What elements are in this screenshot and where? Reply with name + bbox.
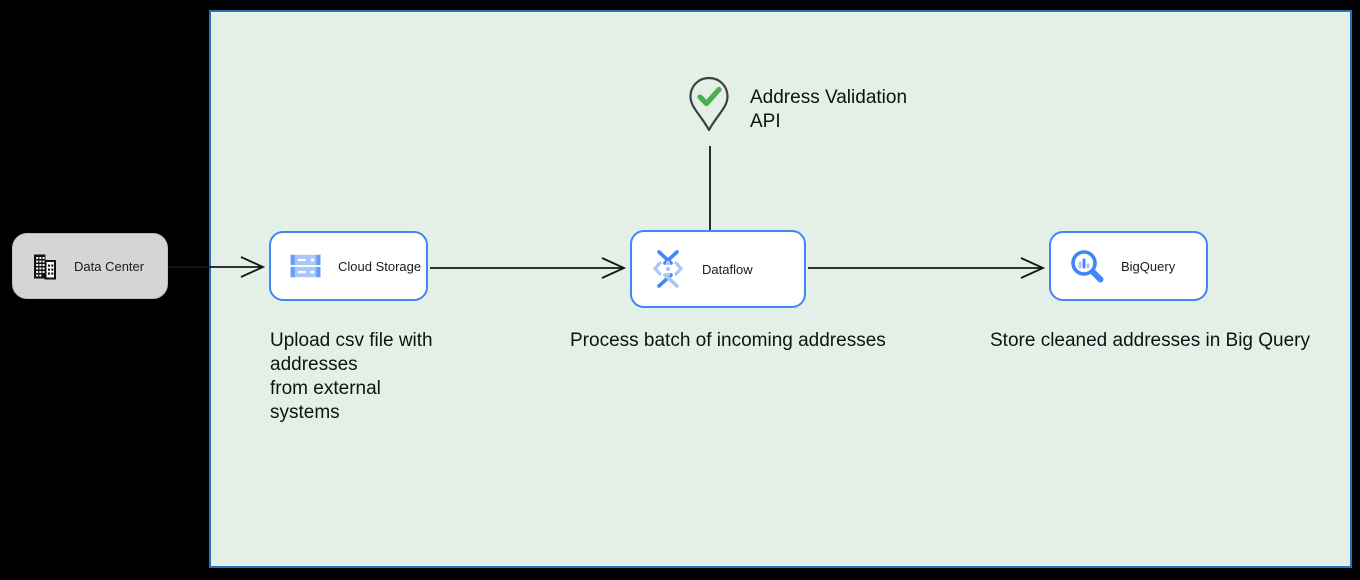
map-pin-check-icon: [687, 76, 731, 138]
node-bigquery[interactable]: BigQuery: [1049, 231, 1208, 301]
node-address-validation[interactable]: [687, 76, 731, 134]
dataflow-icon: [650, 249, 686, 289]
node-data-center[interactable]: Data Center: [12, 233, 168, 299]
caption-upload-csv: Upload csv file with addresses from exte…: [270, 330, 433, 423]
building-icon: [31, 253, 58, 280]
node-cloud-storage[interactable]: Cloud Storage: [269, 231, 428, 301]
storage-bars-icon: [289, 252, 322, 280]
node-label-bigquery: BigQuery: [1121, 258, 1176, 274]
node-label-address-validation: Address Validation API: [750, 87, 908, 132]
bigquery-magnifier-icon: [1069, 248, 1105, 284]
node-dataflow[interactable]: Dataflow: [630, 230, 806, 308]
node-label-dataflow: Dataflow: [702, 261, 753, 277]
caption-process-batch: Process batch of incoming addresses: [570, 330, 886, 351]
node-label-data-center: Data Center: [74, 258, 145, 274]
caption-store-cleaned: Store cleaned addresses in Big Query: [990, 330, 1311, 351]
node-label-cloud-storage: Cloud Storage: [338, 258, 422, 274]
